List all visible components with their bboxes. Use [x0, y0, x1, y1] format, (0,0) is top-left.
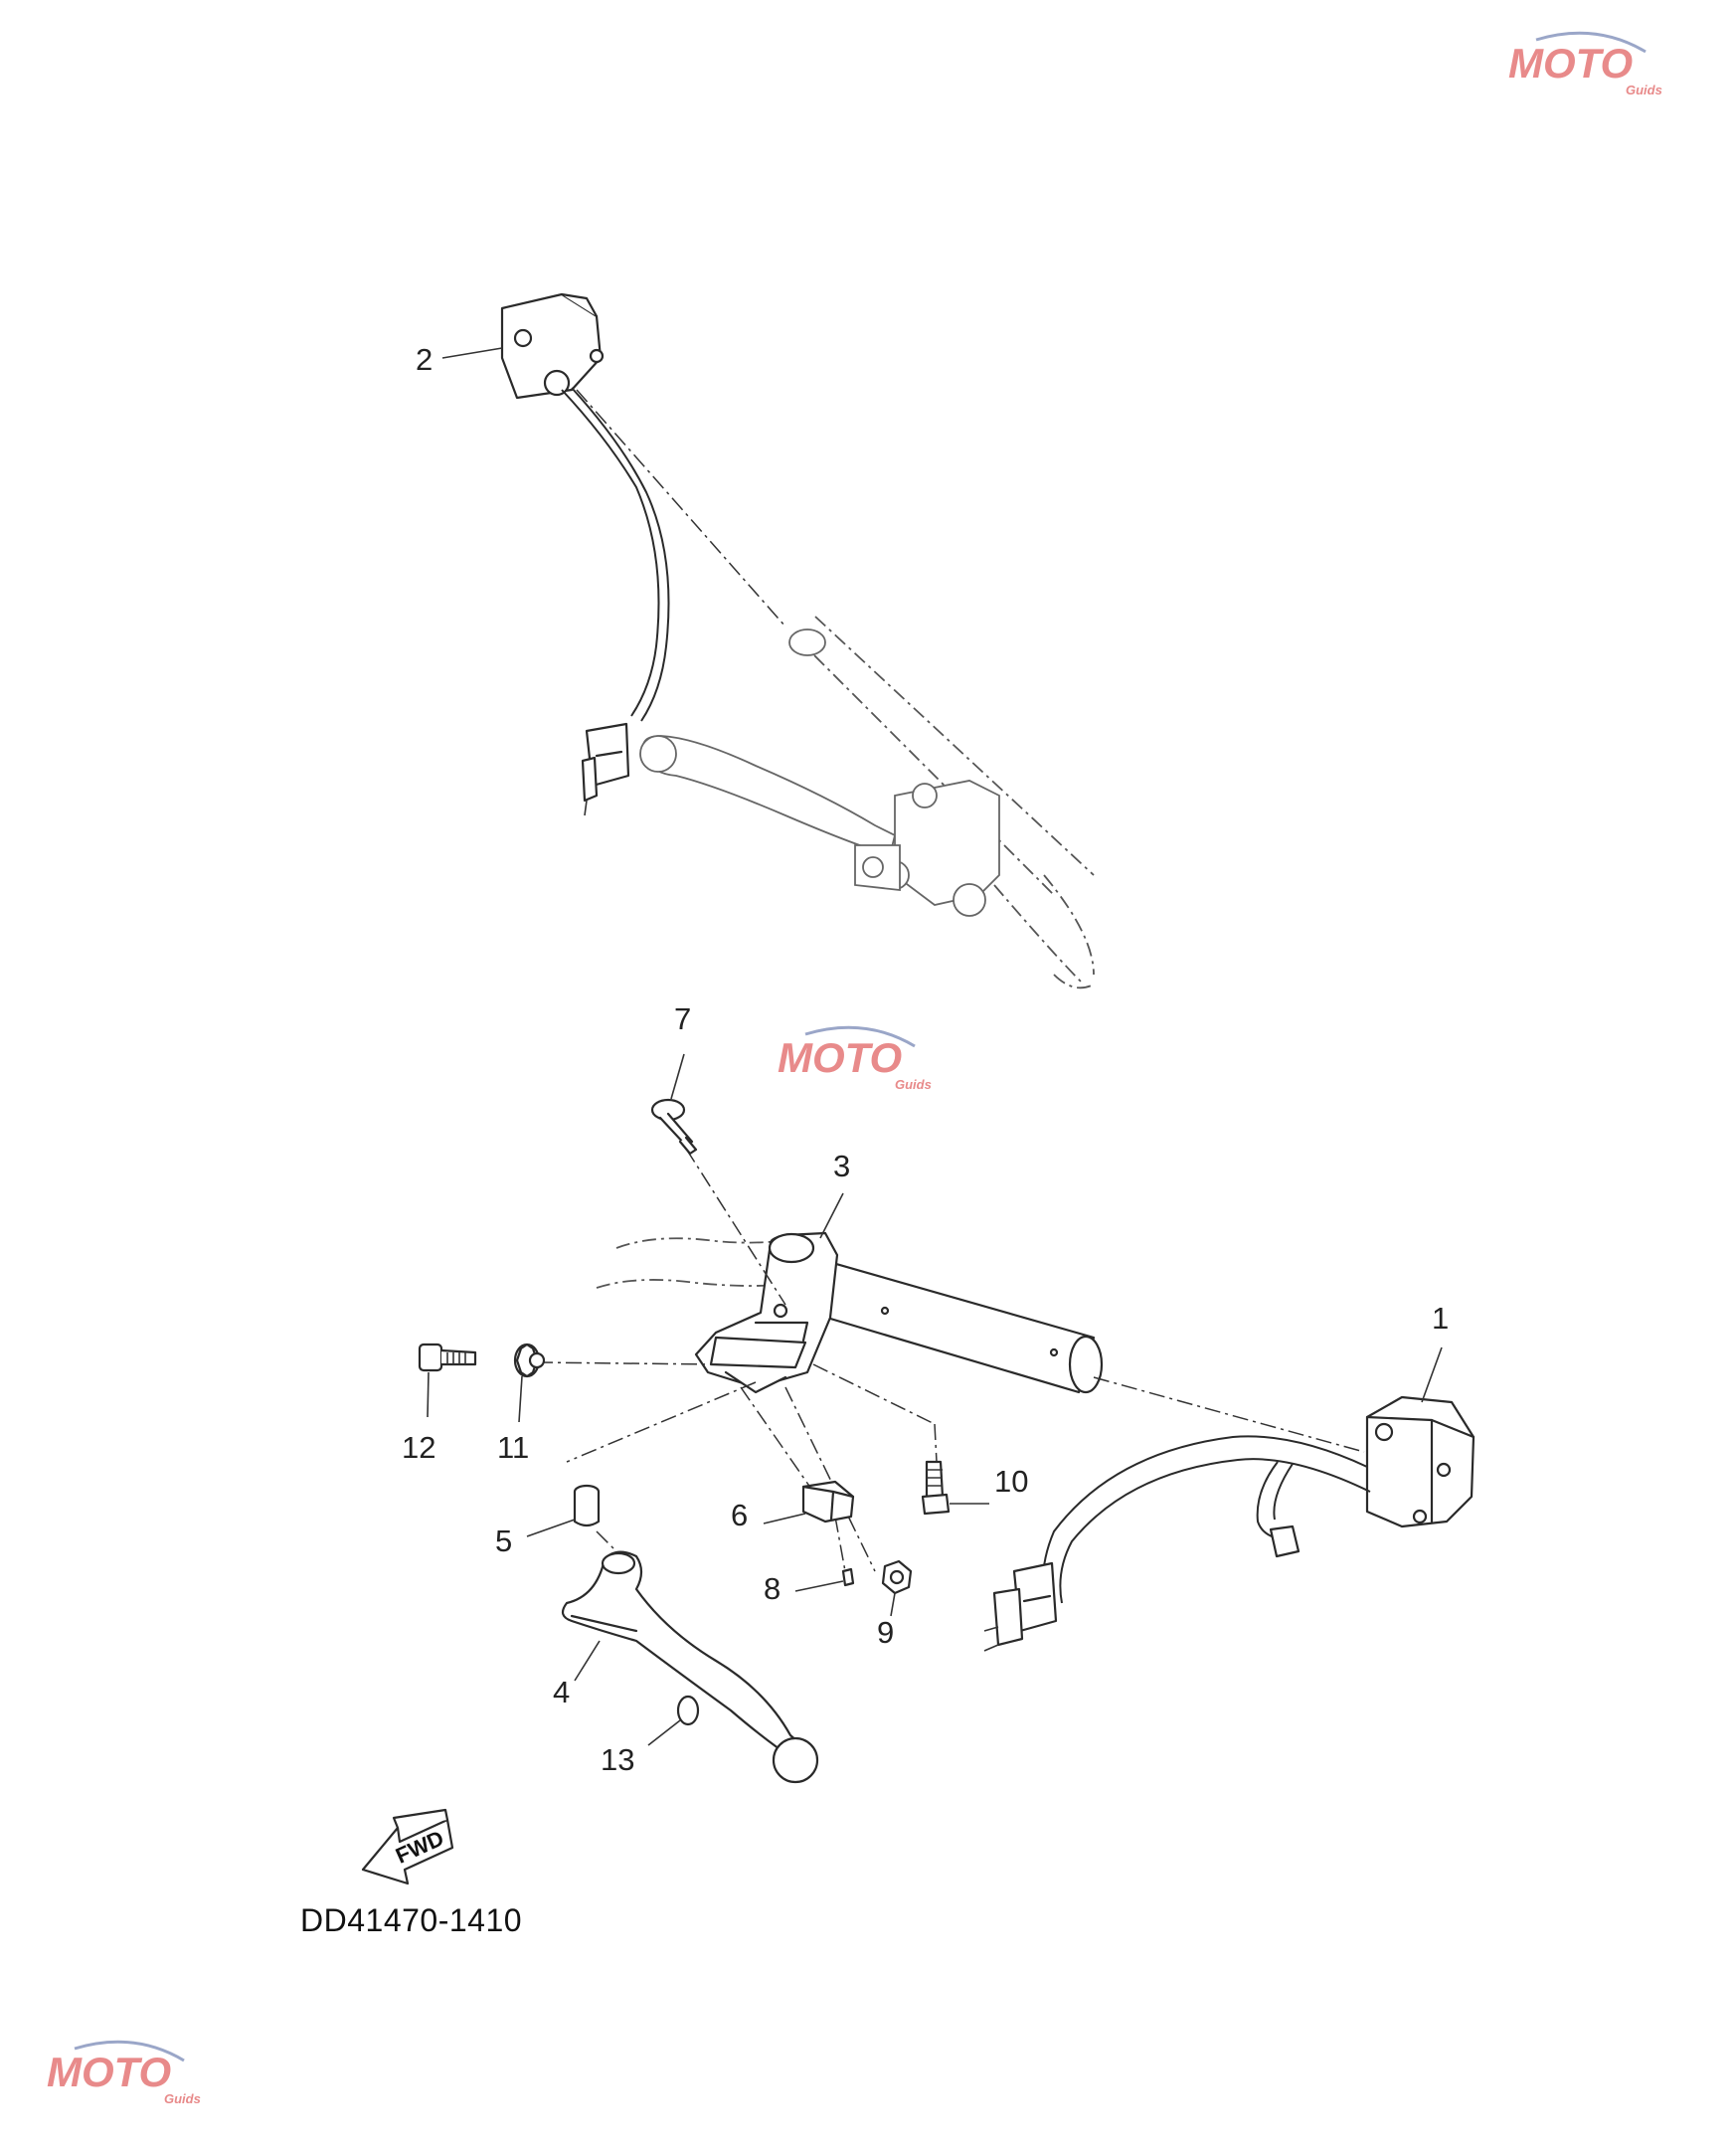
clutch-lever-4 [561, 1550, 819, 1784]
nut-11 [513, 1343, 546, 1378]
callout-1: 1 [1432, 1301, 1449, 1336]
watermark-bottom-left: MOTO Guids [47, 2040, 201, 2106]
svg-text:MOTO: MOTO [1508, 40, 1633, 87]
pivot-cap-13 [676, 1695, 700, 1726]
screw-8 [841, 1567, 855, 1587]
callout-13: 13 [601, 1742, 634, 1777]
callout-6: 6 [731, 1498, 748, 1532]
callout-5: 5 [495, 1524, 512, 1558]
callout-11: 11 [497, 1430, 529, 1465]
leader-lines [427, 347, 1443, 1746]
nut-9 [881, 1559, 913, 1595]
upper-handlebar-ghost [788, 616, 1095, 989]
svg-text:Guids: Guids [1626, 83, 1662, 97]
watermark-top-right: MOTO Guids [1508, 31, 1662, 97]
bolt-7 [650, 1098, 698, 1156]
callout-7: 7 [674, 1001, 691, 1036]
alignment-line-switch-2 [576, 389, 786, 628]
callout-8: 8 [764, 1571, 781, 1606]
callout-4: 4 [553, 1675, 570, 1709]
lower-alignment-lines [536, 1148, 1365, 1572]
right-handlebar-switch [983, 1395, 1476, 1652]
callout-2: 2 [416, 342, 433, 377]
lever-bracket [694, 1231, 839, 1394]
svg-text:MOTO: MOTO [778, 1034, 902, 1081]
bolt-10 [921, 1460, 951, 1516]
callout-10: 10 [994, 1464, 1028, 1499]
diagram-code: DD41470-1410 [300, 1902, 522, 1938]
upper-master-cylinder-ghost [854, 780, 1000, 917]
callout-12: 12 [402, 1430, 435, 1465]
callout-9: 9 [877, 1615, 894, 1650]
switch-6 [801, 1480, 855, 1524]
upper-brake-lever-ghost [639, 735, 897, 857]
watermark-center: MOTO Guids [778, 1025, 932, 1092]
handlebar-tube [808, 1256, 1104, 1394]
svg-text:Guids: Guids [895, 1077, 932, 1092]
collar-5 [573, 1484, 601, 1527]
left-handlebar-switch [500, 292, 670, 816]
bolt-12 [418, 1343, 477, 1372]
svg-text:MOTO: MOTO [47, 2049, 171, 2095]
svg-text:Guids: Guids [164, 2091, 201, 2106]
fwd-arrow-icon: FWD [361, 1808, 454, 1885]
callout-3: 3 [833, 1149, 850, 1183]
